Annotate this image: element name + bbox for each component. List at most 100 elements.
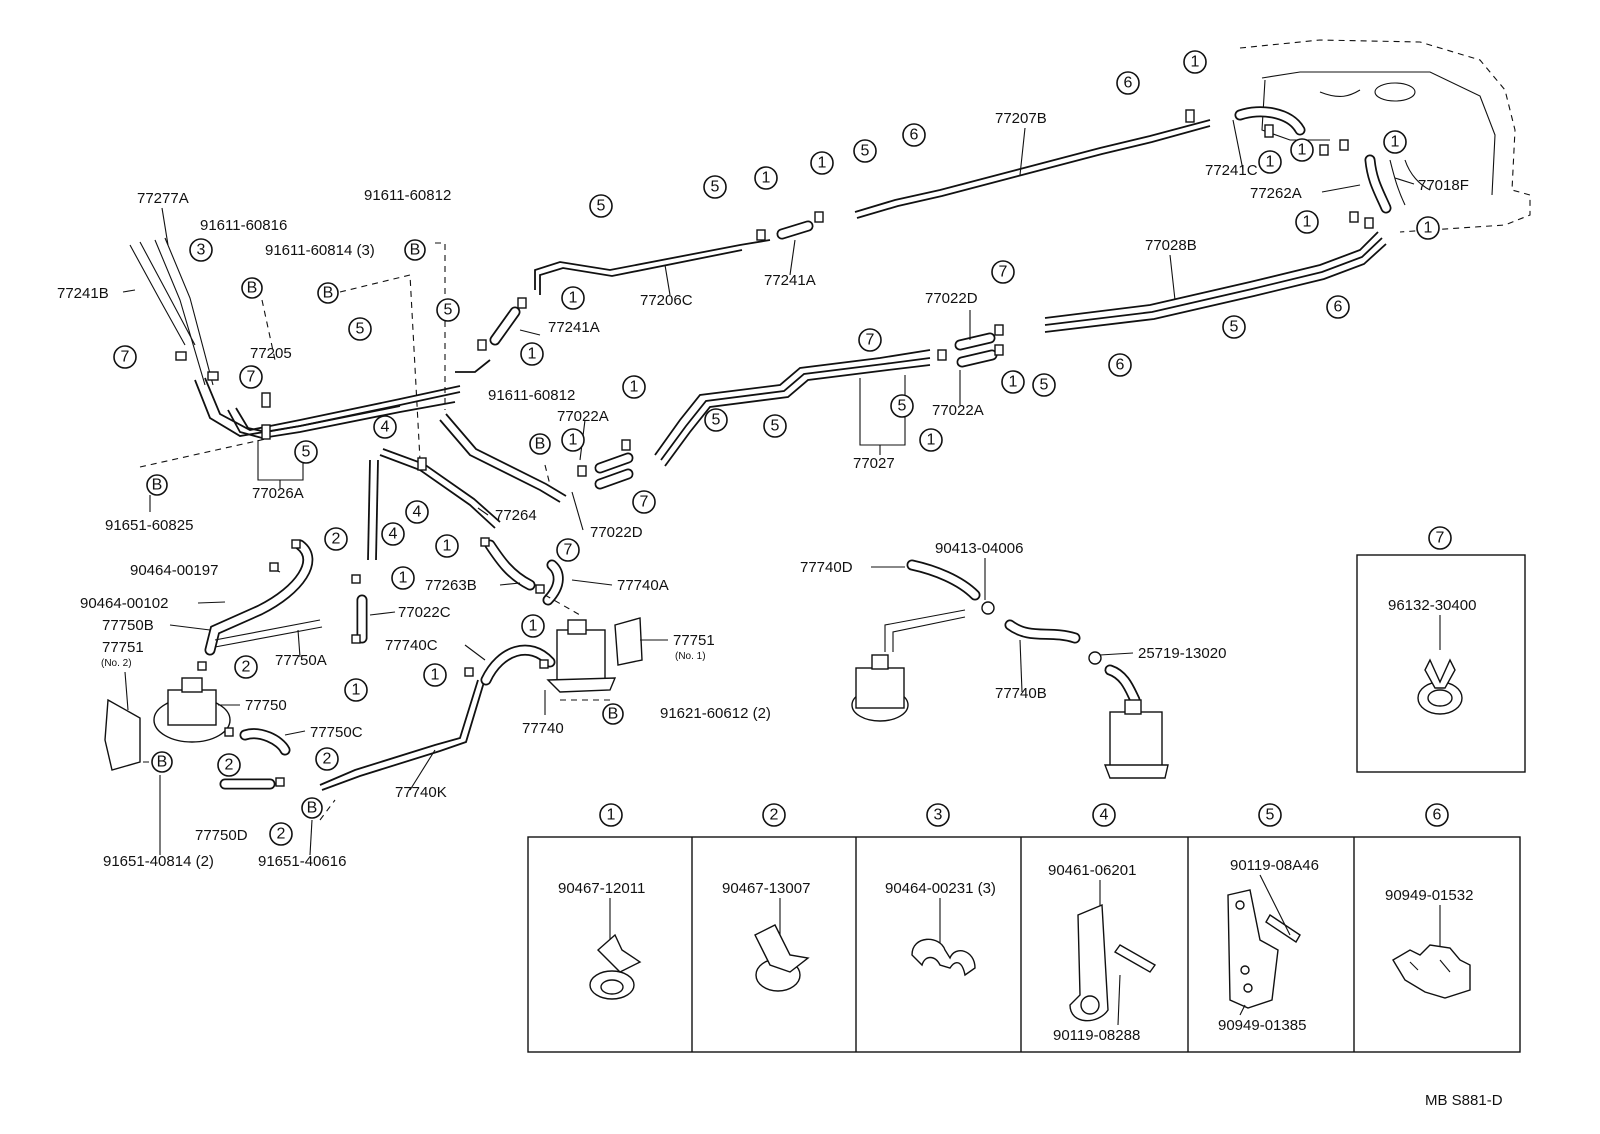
label-77751-no1-sub: (No. 1)	[675, 651, 706, 662]
svg-text:5: 5	[302, 444, 311, 461]
svg-text:1: 1	[1303, 214, 1312, 231]
label-77740K: 77740K	[395, 784, 447, 801]
label-77740: 77740	[522, 720, 564, 737]
svg-text:6: 6	[910, 127, 919, 144]
callout-7: 7	[556, 538, 580, 562]
label-77750A: 77750A	[275, 652, 327, 669]
label-77028B: 77028B	[1145, 237, 1197, 254]
label-90413-04006: 90413-04006	[935, 540, 1023, 557]
svg-text:B: B	[410, 242, 421, 259]
callout-1: 1	[1183, 50, 1207, 74]
canister-detail	[851, 601, 1169, 779]
svg-text:1: 1	[1391, 134, 1400, 151]
label-90464-00197: 90464-00197	[130, 562, 218, 579]
label-77022D-b: 77022D	[590, 524, 643, 541]
callout-1: 1	[520, 342, 544, 366]
callout-1: 1	[1383, 130, 1407, 154]
label-91611-60814: 91611-60814 (3)	[265, 242, 375, 259]
svg-text:4: 4	[381, 419, 390, 436]
label-77027: 77027	[853, 455, 895, 472]
legend-4-part-1: 90461-06201	[1048, 862, 1136, 879]
label-77740B: 77740B	[995, 685, 1047, 702]
svg-text:5: 5	[1040, 377, 1049, 394]
svg-text:1: 1	[1009, 374, 1018, 391]
svg-text:5: 5	[444, 302, 453, 319]
label-77026A: 77026A	[252, 485, 304, 502]
label-77751-no2-sub: (No. 2)	[101, 658, 132, 669]
callout-1: 1	[1295, 210, 1319, 234]
legend-header-4: 4	[1092, 803, 1116, 827]
svg-text:5: 5	[771, 418, 780, 435]
legend-header-5: 5	[1258, 803, 1282, 827]
label-77262A: 77262A	[1250, 185, 1302, 202]
callout-1: 1	[561, 286, 585, 310]
svg-text:7: 7	[640, 494, 649, 511]
svg-text:3: 3	[934, 807, 943, 824]
b-marker: B	[151, 751, 173, 773]
callout-7: 7	[239, 365, 263, 389]
svg-text:B: B	[307, 800, 318, 817]
dashed-leaders	[138, 242, 610, 821]
label-77241A-a: 77241A	[548, 319, 600, 336]
svg-text:B: B	[535, 436, 546, 453]
svg-text:1: 1	[569, 290, 578, 307]
callout-1: 1	[521, 614, 545, 638]
callout-5: 5	[763, 414, 787, 438]
b-marker: B	[301, 797, 323, 819]
b-marker: B	[404, 239, 426, 261]
label-77740A: 77740A	[617, 577, 669, 594]
svg-text:6: 6	[1116, 357, 1125, 374]
svg-text:B: B	[247, 280, 258, 297]
callout-1: 1	[622, 375, 646, 399]
legend-2-part: 90467-13007	[722, 880, 810, 897]
callout-1: 1	[754, 166, 778, 190]
label-77750D: 77750D	[195, 827, 248, 844]
svg-text:1: 1	[1298, 142, 1307, 159]
svg-text:5: 5	[356, 321, 365, 338]
legend-header-6: 6	[1425, 803, 1449, 827]
callout-1: 1	[1416, 216, 1440, 240]
label-91611-60812a: 91611-60812	[364, 187, 451, 204]
svg-text:4: 4	[1100, 807, 1109, 824]
label-leaders	[122, 119, 1415, 856]
b-marker: B	[529, 433, 551, 455]
callout-1: 1	[810, 151, 834, 175]
clamp-callouts: 1 1 1 1 1 1 1 1 1 1 1 1 1 1 1 1 1 1 1 2 …	[113, 50, 1440, 846]
callout-4: 4	[405, 500, 429, 524]
small-clips	[175, 109, 1374, 787]
callout-3: 3	[189, 238, 213, 262]
label-77206C: 77206C	[640, 292, 693, 309]
callout-6: 6	[1326, 295, 1350, 319]
svg-text:1: 1	[630, 379, 639, 396]
callout-7: 7	[632, 490, 656, 514]
svg-text:7: 7	[866, 332, 875, 349]
callout-5: 5	[589, 194, 613, 218]
svg-text:B: B	[157, 754, 168, 771]
svg-text:5: 5	[1230, 319, 1239, 336]
callout-5: 5	[703, 175, 727, 199]
callout-1: 1	[1258, 150, 1282, 174]
legend-5-part-2: 90949-01385	[1218, 1017, 1306, 1034]
label-91611-60812b: 91611-60812	[488, 387, 575, 404]
svg-text:1: 1	[762, 170, 771, 187]
svg-text:1: 1	[927, 432, 936, 449]
label-77750: 77750	[245, 697, 287, 714]
svg-text:4: 4	[389, 526, 398, 543]
label-77241A-b: 77241A	[764, 272, 816, 289]
callout-1: 1	[435, 534, 459, 558]
callout-5: 5	[704, 408, 728, 432]
callout-4: 4	[381, 522, 405, 546]
svg-text:1: 1	[529, 618, 538, 635]
svg-text:2: 2	[277, 826, 286, 843]
svg-text:2: 2	[332, 531, 341, 548]
label-77750B: 77750B	[102, 617, 154, 634]
label-77022A-a: 77022A	[932, 402, 984, 419]
callout-1: 1	[344, 678, 368, 702]
callout-1: 1	[919, 428, 943, 452]
svg-text:5: 5	[597, 198, 606, 215]
label-25719-13020: 25719-13020	[1138, 645, 1226, 662]
svg-text:1: 1	[1191, 54, 1200, 71]
callout-7: 7	[858, 328, 882, 352]
svg-text:5: 5	[1266, 807, 1275, 824]
fuel-lines	[194, 106, 1431, 791]
